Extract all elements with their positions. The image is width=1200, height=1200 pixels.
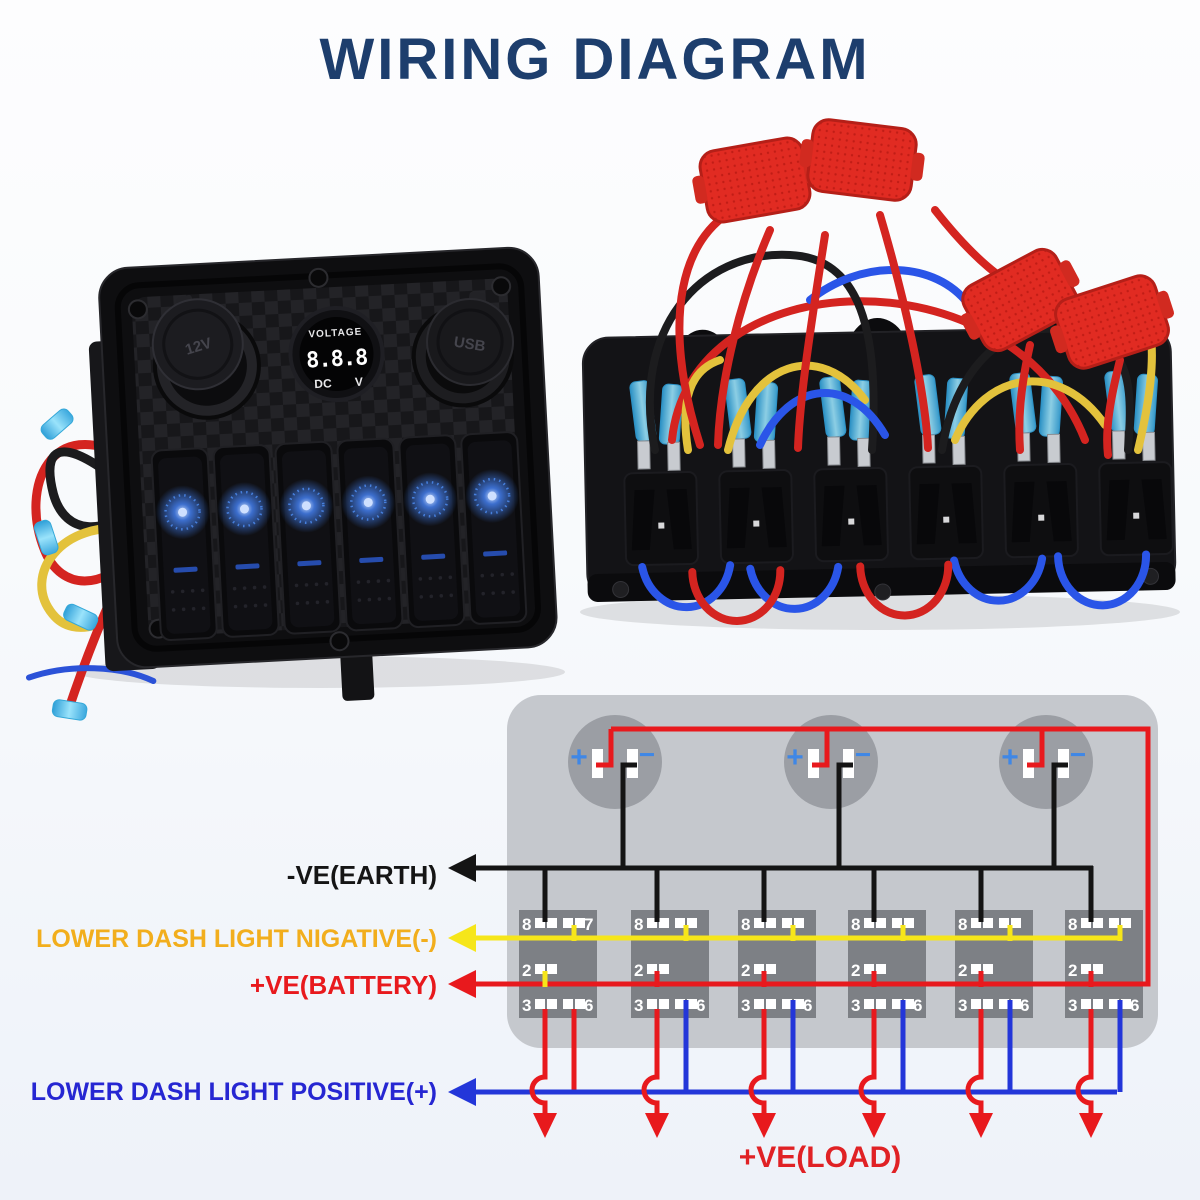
battery-arrow-icon bbox=[448, 970, 476, 998]
red-jumper-wire bbox=[688, 566, 785, 625]
earth-label: -VE(EARTH) bbox=[287, 860, 437, 890]
wiring-schematic: 7 bbox=[31, 695, 1158, 1174]
screw-hole bbox=[612, 580, 630, 598]
voltmeter-value: 8.8.8 bbox=[306, 345, 368, 373]
earth-arrow-icon bbox=[448, 854, 476, 882]
voltmeter: VOLTAGE 8.8.8 DC V bbox=[288, 305, 385, 402]
socket-usb: USB bbox=[411, 291, 515, 408]
screw-hole bbox=[491, 276, 512, 297]
voltmeter-v: V bbox=[355, 375, 364, 389]
page-title: WIRING DIAGRAM bbox=[319, 27, 871, 92]
red-wire bbox=[794, 231, 829, 452]
battery-label: +VE(BATTERY) bbox=[250, 970, 437, 1000]
product-photo-back bbox=[580, 118, 1180, 630]
dash-positive-label: LOWER DASH LIGHT POSITIVE(+) bbox=[31, 1078, 437, 1106]
fuse-holder bbox=[1050, 274, 1174, 370]
red-wire bbox=[876, 211, 932, 452]
red-jumper-wire bbox=[856, 560, 953, 620]
dash-negative-arrow-icon bbox=[448, 924, 476, 952]
yellow-wire bbox=[724, 361, 869, 454]
voltmeter-title: VOLTAGE bbox=[308, 327, 362, 341]
crimp-connector bbox=[63, 603, 99, 631]
socket-usb-label: USB bbox=[453, 334, 487, 356]
blue-jumper-wire bbox=[950, 554, 1047, 605]
battery-bus-wire bbox=[470, 726, 1151, 987]
crimp-connector bbox=[51, 699, 88, 721]
dash-negative-label: LOWER DASH LIGHT NIGATIVE(-) bbox=[36, 925, 437, 953]
fuse-holder bbox=[799, 118, 925, 202]
voltmeter-dc: DC bbox=[314, 376, 332, 391]
red-wire bbox=[1015, 341, 1034, 454]
black-wire bbox=[646, 250, 878, 454]
blue-jumper-wire bbox=[746, 562, 843, 613]
blue-wire bbox=[25, 665, 157, 685]
blue-wire bbox=[756, 388, 889, 449]
red-wire bbox=[714, 226, 774, 449]
yellow-wire bbox=[681, 356, 724, 454]
crimp-connector bbox=[33, 519, 59, 556]
screw-hole bbox=[127, 299, 148, 320]
blue-jumper-wire bbox=[638, 561, 735, 612]
dash-positive-arrow-icon bbox=[448, 1078, 476, 1106]
fuse-holder bbox=[960, 247, 1080, 353]
screw-hole bbox=[308, 267, 329, 288]
crimp-connector bbox=[40, 408, 74, 440]
red-wire bbox=[1103, 356, 1124, 459]
socket-12v: 12V bbox=[151, 294, 261, 420]
pin-label-7: 7 bbox=[584, 915, 593, 934]
screw-hole bbox=[329, 631, 350, 652]
screw-hole bbox=[874, 583, 892, 601]
load-label: +VE(LOAD) bbox=[739, 1141, 902, 1174]
product-photo-front: 12V VOLTAGE 8.8.8 DC V bbox=[25, 246, 565, 721]
blue-jumper-wire bbox=[1054, 550, 1151, 610]
fuse-holders bbox=[692, 118, 1174, 370]
